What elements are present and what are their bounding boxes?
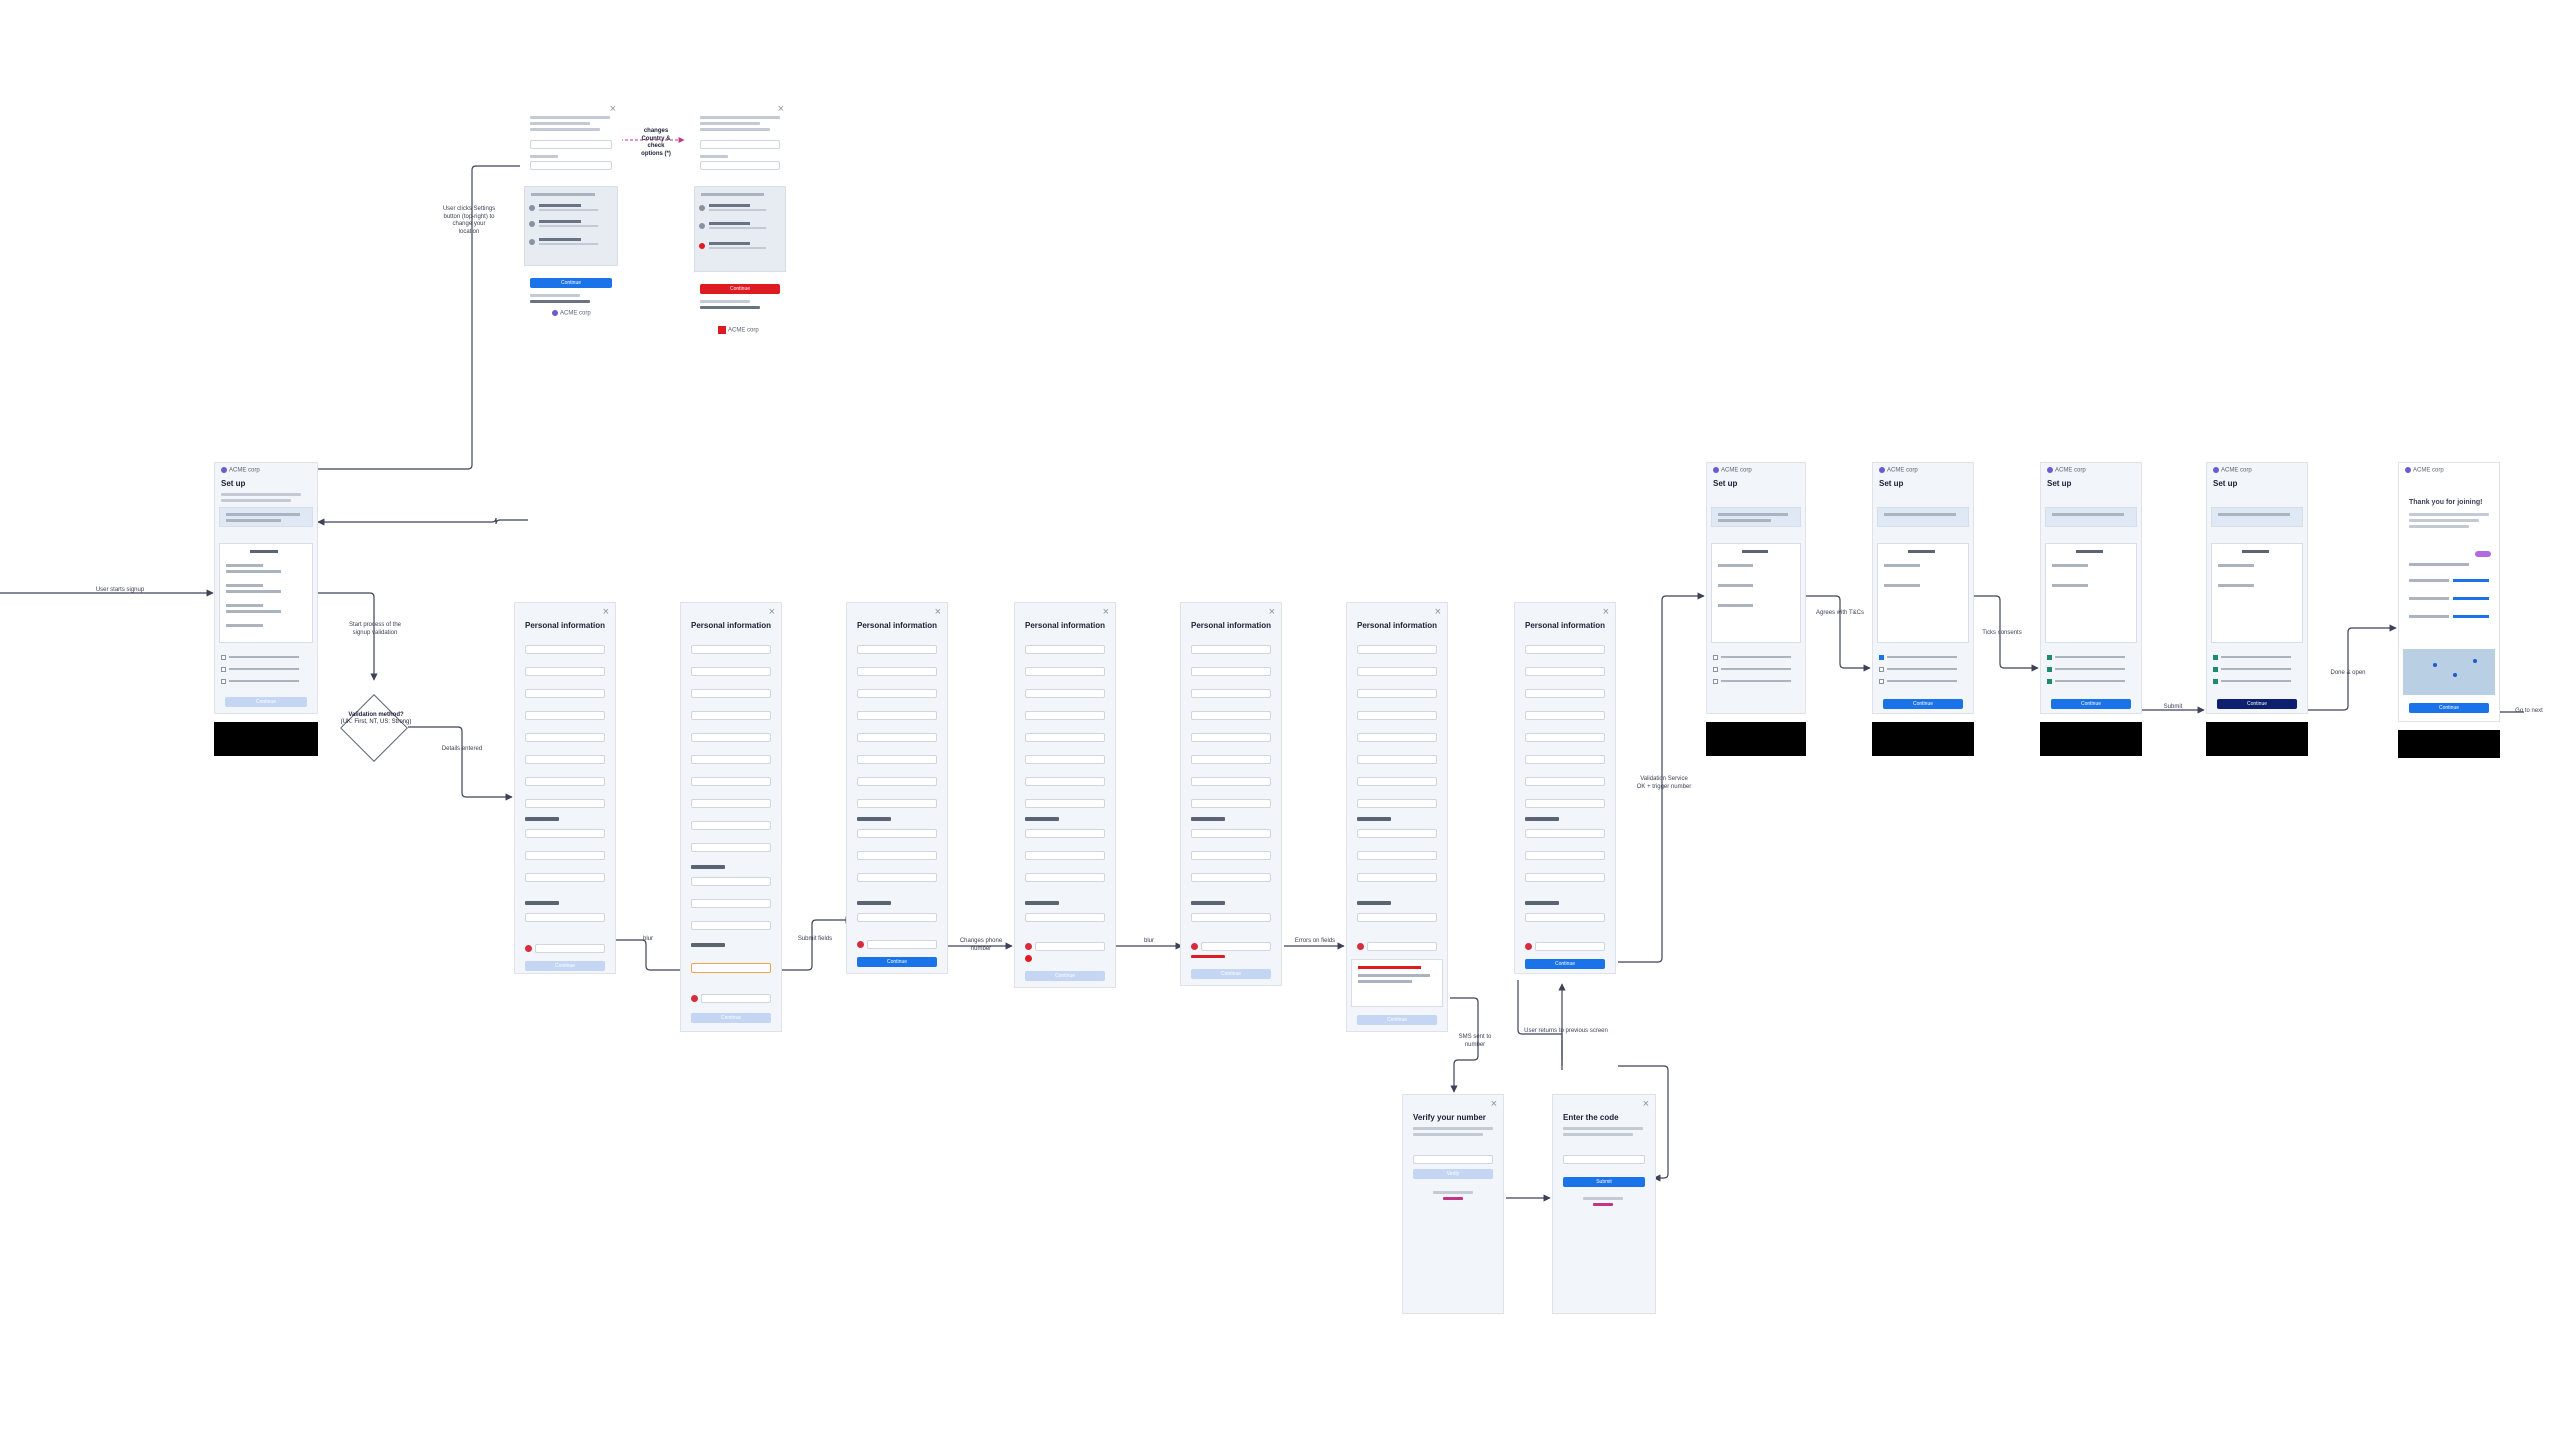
brand-logo: ACME corp [2213,467,2252,474]
continue-button[interactable]: Continue [1191,969,1271,979]
enter-code-screen: × Enter the code Submit [1552,1094,1656,1314]
note-change-country: changes Country & check options (*) [641,128,671,157]
logo-icon [2405,467,2411,473]
continue-button-danger[interactable]: Continue [700,284,780,294]
settings-dialog-default: × Continue ACME corp [520,100,622,320]
personal-info-screen-1: × Personal information Continue [514,602,616,974]
continue-button[interactable]: Continue [1883,699,1963,709]
personal-info-screen-2: × Personal information Continue [680,602,782,1032]
device-frame [214,722,318,756]
note-submit-fields: Submit fields [797,936,833,942]
logo-icon [1879,467,1885,473]
logo-icon [552,310,558,316]
logo-icon [2213,467,2219,473]
close-icon[interactable]: × [777,103,784,115]
settings-dialog-changed: × Continue ACME corp [690,100,790,340]
close-icon[interactable]: × [934,606,941,618]
verify-button[interactable]: Verify [1413,1169,1493,1179]
personal-info-screen-4: × Personal information Continue [1014,602,1116,988]
setup-screen-2: ACME corp Set up [1706,462,1806,714]
personal-info-screen-3: × Personal information Continue [846,602,948,974]
continue-button[interactable]: Continue [2051,699,2131,709]
logo-icon [718,326,726,334]
note-ticks: Ticks consents [1982,630,2022,636]
brand-logo: ACME corp [2405,467,2444,474]
device-frame [1872,722,1974,756]
setup-screen-5: ACME corp Set up Continue [2206,462,2308,714]
device-frame [2398,730,2500,758]
note-details-entered: Details entered [441,746,483,752]
close-icon[interactable]: × [1102,606,1109,618]
personal-info-screen-7: × Personal information Continue [1514,602,1616,974]
continue-button[interactable]: Continue [530,278,612,288]
note-validation: Start process of the signup validation [348,622,402,636]
logo-icon [221,467,227,473]
personal-info-screen-6: × Personal information Continue [1346,602,1448,1032]
decision-node [340,694,408,762]
note-validation-ok: Validation Service OK + trigger number [1636,776,1692,790]
note-next: Go to next [2515,708,2543,714]
close-icon[interactable]: × [1642,1098,1649,1110]
close-icon[interactable]: × [1490,1098,1497,1110]
setup-screen-4: ACME corp Set up Continue [2040,462,2142,714]
note-blur-1: blur [642,936,653,942]
verify-number-screen: × Verify your number Verify [1402,1094,1504,1314]
continue-button[interactable]: Continue [1025,971,1105,981]
continue-button[interactable]: Continue [525,961,605,971]
personal-info-screen-5: × Personal information Continue [1180,602,1282,986]
brand-logo: ACME corp [1879,467,1918,474]
close-icon[interactable]: × [609,103,616,115]
note-submit: Submit [2163,704,2183,710]
error-field[interactable] [691,963,771,973]
continue-button[interactable]: Continue [2217,699,2297,709]
setup-screen-3: ACME corp Set up Continue [1872,462,1974,714]
submit-button[interactable]: Submit [1563,1177,1645,1187]
note-back: User returns to previous screen [1524,1028,1608,1034]
continue-button[interactable]: Continue [857,957,937,967]
device-frame [1706,722,1806,756]
brand-logo: ACME corp [552,310,591,317]
continue-button[interactable]: Continue [1357,1015,1437,1025]
setup-screen-start: ACME corp Set up Continue [214,462,318,714]
map-image [2403,649,2495,695]
decision-label: Validation method?(UK: First, NT, US: St… [340,712,412,726]
note-blur-2: blur [1143,938,1154,944]
brand-logo: ACME corp [718,326,759,334]
device-frame [2206,722,2308,756]
close-icon[interactable]: × [602,606,609,618]
note-agrees: Agrees with T&Cs [1816,610,1864,616]
close-icon[interactable]: × [1602,606,1609,618]
close-icon[interactable]: × [1434,606,1441,618]
continue-button[interactable]: Continue [1525,959,1605,969]
logo-icon [1713,467,1719,473]
note-changes-phone: Changes phone number [959,938,1003,952]
note-errors: Errors on fields [1294,938,1336,944]
thanks-title: Thank you for joining! [2409,499,2483,506]
note-done: Done & open [2330,670,2366,676]
continue-button[interactable]: Continue [2409,703,2489,713]
brand-logo: ACME corp [1713,467,1752,474]
brand-logo: ACME corp [2047,467,2086,474]
logo-icon [2047,467,2053,473]
note-sms: SMS sent to number [1458,1034,1492,1048]
continue-button[interactable]: Continue [225,697,307,707]
close-icon[interactable]: × [768,606,775,618]
close-icon[interactable]: × [1268,606,1275,618]
note-settings: User clicks Settings button (top-right) … [442,206,496,235]
brand-logo: ACME corp [221,467,260,474]
thank-you-screen: ACME corp Thank you for joining! Continu… [2398,462,2500,722]
note-start: User starts signup [95,587,145,593]
continue-button[interactable]: Continue [691,1013,771,1023]
setup-title: Set up [221,479,246,488]
device-frame [2040,722,2142,756]
